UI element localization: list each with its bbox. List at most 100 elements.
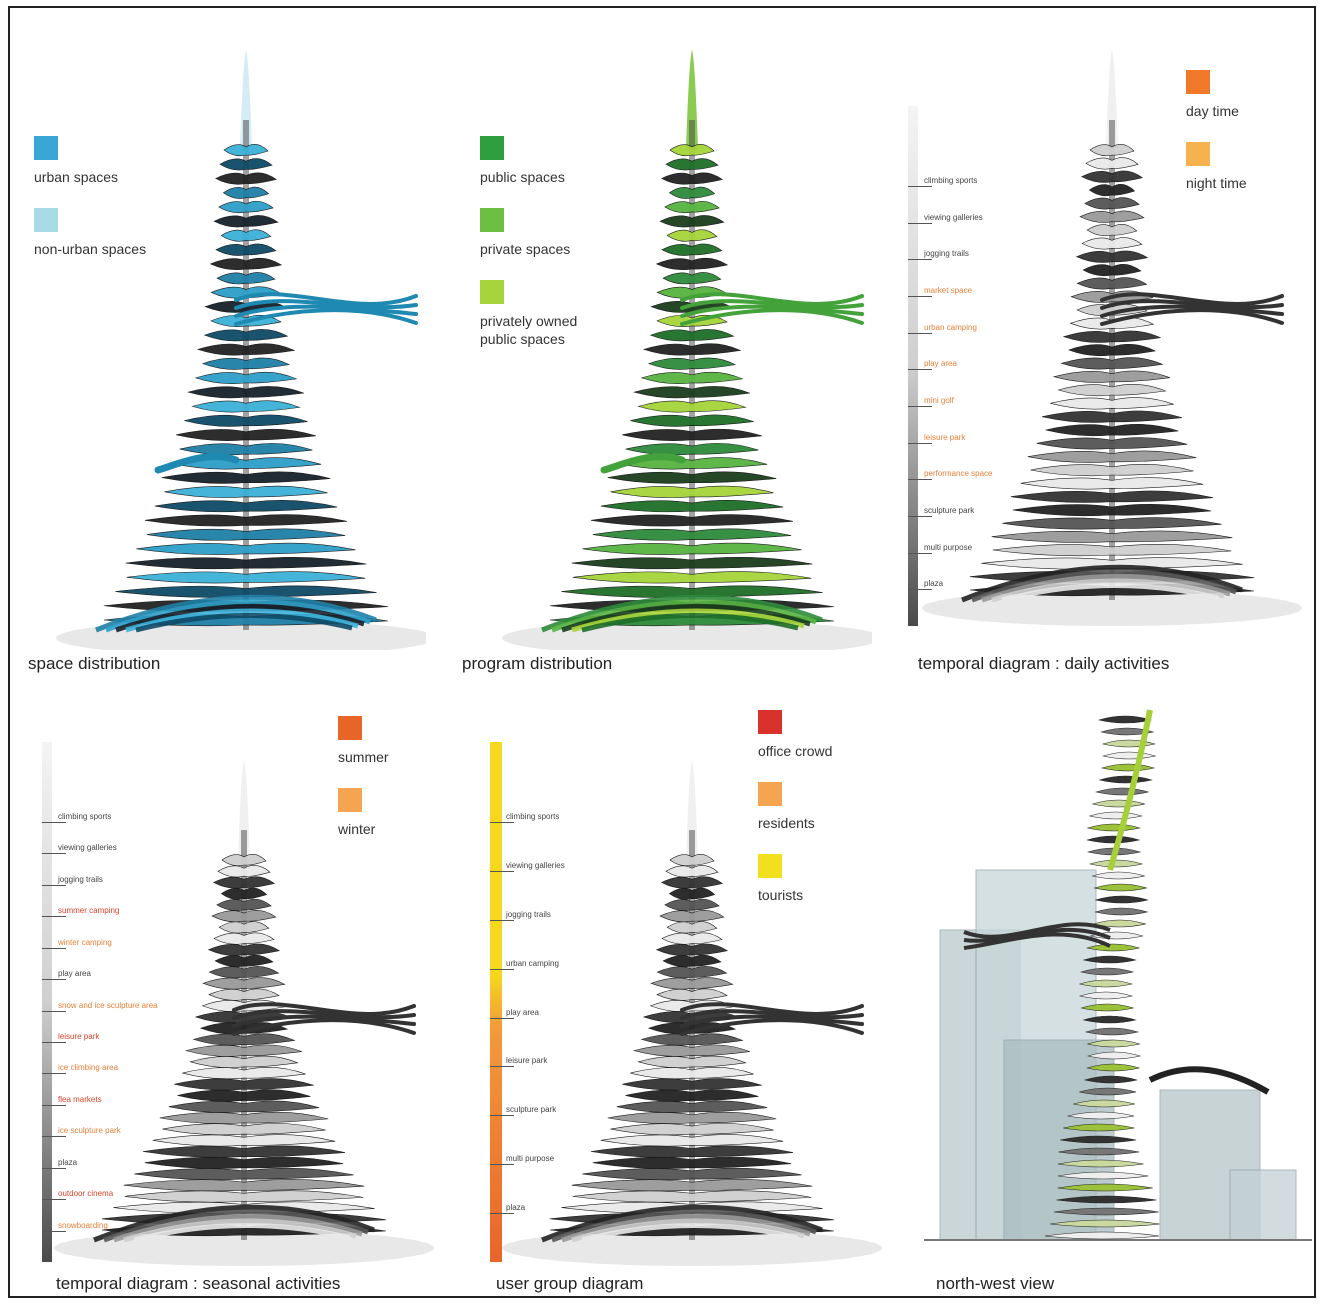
scale-label: snow and ice sculpture area xyxy=(58,1001,158,1010)
context-building xyxy=(1230,1170,1296,1240)
north-west-view-render xyxy=(920,700,1316,1270)
scale-tick-line xyxy=(490,822,514,823)
swatch-privately-owned-public-spaces xyxy=(480,280,504,304)
legend-label-tourists: tourists xyxy=(758,886,832,904)
scale-tick-line xyxy=(908,553,932,554)
scale-label: outdoor cinema xyxy=(58,1189,113,1198)
scale-label: climbing sports xyxy=(924,176,977,185)
scale-label: climbing sports xyxy=(506,812,559,821)
floor-slab xyxy=(1103,740,1155,747)
scale-tick-line xyxy=(908,333,932,334)
legend-item-public-spaces: public spaces xyxy=(480,136,577,186)
scale-tick-line xyxy=(908,406,932,407)
scale-tick-line xyxy=(908,443,932,444)
scale-tick-line xyxy=(42,1011,66,1012)
scale-tick-line xyxy=(42,1231,66,1232)
activity-scale-user-group: climbing sportsviewing galleriesjogging … xyxy=(506,812,666,1252)
floor-slab xyxy=(1096,788,1148,795)
caption-temporal-seasonal: temporal diagram : seasonal activities xyxy=(56,1274,340,1294)
scale-label: plaza xyxy=(924,579,943,588)
legend-label-office-crowd: office crowd xyxy=(758,742,832,760)
scale-tick-line xyxy=(908,259,932,260)
scale-tick-line xyxy=(490,1018,514,1019)
panel-program-distribution: public spaces private spaces privately o… xyxy=(460,40,872,680)
scale-tick-line xyxy=(908,186,932,187)
scale-label: leisure park xyxy=(58,1032,99,1041)
legend-item-winter: winter xyxy=(338,788,389,838)
scale-label: leisure park xyxy=(506,1056,547,1065)
legend-label-private-spaces: private spaces xyxy=(480,240,577,258)
scale-tick-line xyxy=(42,1105,66,1106)
swatch-private-spaces xyxy=(480,208,504,232)
scale-label: ice climbing area xyxy=(58,1063,118,1072)
panel-temporal-seasonal: climbing sportsviewing galleriesjogging … xyxy=(14,700,444,1300)
scale-tick-line xyxy=(908,516,932,517)
panel-temporal-daily: climbing sports viewing galleries jogging … xyxy=(902,40,1314,680)
scale-tick-line xyxy=(490,969,514,970)
legend-item-night-time: night time xyxy=(1186,142,1247,192)
swatch-day-time xyxy=(1186,70,1210,94)
scale-tick-line xyxy=(42,885,66,886)
scale-tick-line xyxy=(490,1213,514,1214)
scale-label: jogging trails xyxy=(924,249,969,258)
swatch-winter xyxy=(338,788,362,812)
scale-label: play area xyxy=(506,1008,539,1017)
legend-label-day-time: day time xyxy=(1186,102,1247,120)
scale-bar xyxy=(490,742,502,1262)
floor-slab xyxy=(1090,812,1142,819)
floor-slab xyxy=(1093,800,1145,807)
scale-label: play area xyxy=(924,359,957,368)
swatch-night-time xyxy=(1186,142,1210,166)
legend-user-group: office crowd residents tourists xyxy=(758,710,832,926)
scale-label: winter camping xyxy=(58,938,112,947)
scale-label: flea markets xyxy=(58,1095,102,1104)
scale-label: summer camping xyxy=(58,906,119,915)
legend-item-office-crowd: office crowd xyxy=(758,710,832,760)
floor-slab xyxy=(1092,872,1144,879)
legend-item-privately-owned-public-spaces: privately owned public spaces xyxy=(480,280,577,348)
floor-slab xyxy=(1090,860,1142,867)
swatch-non-urban-spaces xyxy=(34,208,58,232)
scale-label: viewing galleries xyxy=(58,843,117,852)
swatch-office-crowd xyxy=(758,710,782,734)
scale-tick-line xyxy=(908,369,932,370)
scale-tick-line xyxy=(490,1115,514,1116)
panel-user-group: climbing sportsviewing galleriesjogging … xyxy=(462,700,892,1300)
scale-tick-line xyxy=(42,822,66,823)
legend-program: public spaces private spaces privately o… xyxy=(480,136,577,370)
scale-tick-line xyxy=(490,1164,514,1165)
scale-label: performance space xyxy=(924,469,992,478)
swatch-urban-spaces xyxy=(34,136,58,160)
legend-label-privately-owned-public-spaces: privately owned public spaces xyxy=(480,312,577,348)
scale-tick-line xyxy=(490,920,514,921)
legend-item-tourists: tourists xyxy=(758,854,832,904)
scale-tick-line xyxy=(42,916,66,917)
legend-item-urban-spaces: urban spaces xyxy=(34,136,146,186)
legend-seasonal: summer winter xyxy=(338,716,389,860)
legend-item-day-time: day time xyxy=(1186,70,1247,120)
floor-slab xyxy=(1103,752,1155,759)
caption-temporal-daily: temporal diagram : daily activities xyxy=(918,654,1169,674)
scale-tick-line xyxy=(908,479,932,480)
scale-label: viewing galleries xyxy=(924,213,983,222)
scale-label: market space xyxy=(924,286,972,295)
scale-tick-line xyxy=(42,1073,66,1074)
legend-space: urban spaces non-urban spaces xyxy=(34,136,146,280)
scale-label: urban camping xyxy=(924,323,977,332)
caption-user-group: user group diagram xyxy=(496,1274,643,1294)
legend-item-private-spaces: private spaces xyxy=(480,208,577,258)
legend-label-night-time: night time xyxy=(1186,174,1247,192)
scale-label: play area xyxy=(58,969,91,978)
scale-label: climbing sports xyxy=(58,812,111,821)
legend-label-non-urban-spaces: non-urban spaces xyxy=(34,240,146,258)
floor-slab xyxy=(1099,716,1151,723)
legend-daily: day time night time xyxy=(1186,70,1247,214)
floor-slab xyxy=(1088,824,1140,831)
swatch-public-spaces xyxy=(480,136,504,160)
legend-item-residents: residents xyxy=(758,782,832,832)
swatch-residents xyxy=(758,782,782,806)
legend-label-summer: summer xyxy=(338,748,389,766)
scale-tick-line xyxy=(42,979,66,980)
scale-tick-line xyxy=(908,223,932,224)
swatch-tourists xyxy=(758,854,782,878)
